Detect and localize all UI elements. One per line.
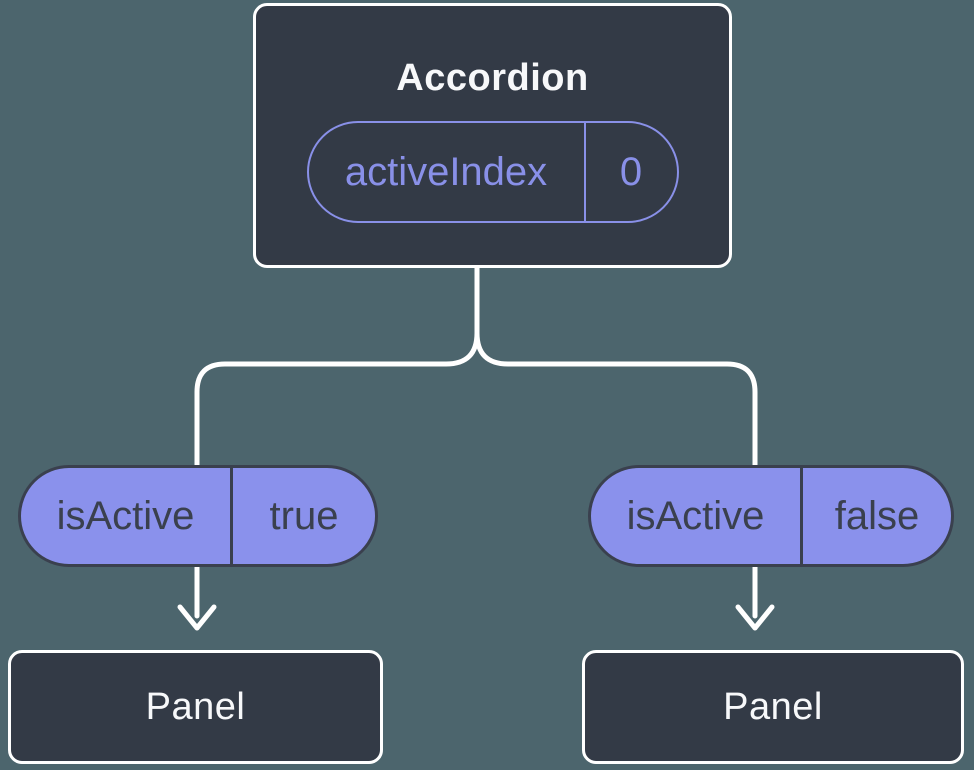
connector-left-branch <box>194 259 480 619</box>
accordion-node-title: Accordion <box>396 57 589 99</box>
accordion-node: Accordion activeIndex 0 <box>253 3 732 268</box>
connector-right-branch <box>474 259 758 619</box>
arrow-down-icon <box>177 604 217 631</box>
prop-pill-right: isActive false <box>588 465 954 567</box>
state-pill-name: activeIndex <box>309 123 586 221</box>
arrow-down-icon <box>735 604 775 631</box>
prop-pill-right-value: false <box>834 493 920 538</box>
panel-node-right: Panel <box>582 650 964 764</box>
panel-node-left-title: Panel <box>145 685 246 728</box>
panel-node-left: Panel <box>8 650 383 764</box>
state-pill: activeIndex 0 <box>306 121 679 223</box>
prop-pill-left-name: isActive <box>21 468 233 564</box>
state-pill-value: 0 <box>619 149 643 194</box>
prop-pill-right-name: isActive <box>591 468 803 564</box>
prop-pill-left-value: true <box>269 493 339 538</box>
panel-node-right-title: Panel <box>723 685 823 728</box>
prop-pill-left: isActive true <box>18 465 378 567</box>
